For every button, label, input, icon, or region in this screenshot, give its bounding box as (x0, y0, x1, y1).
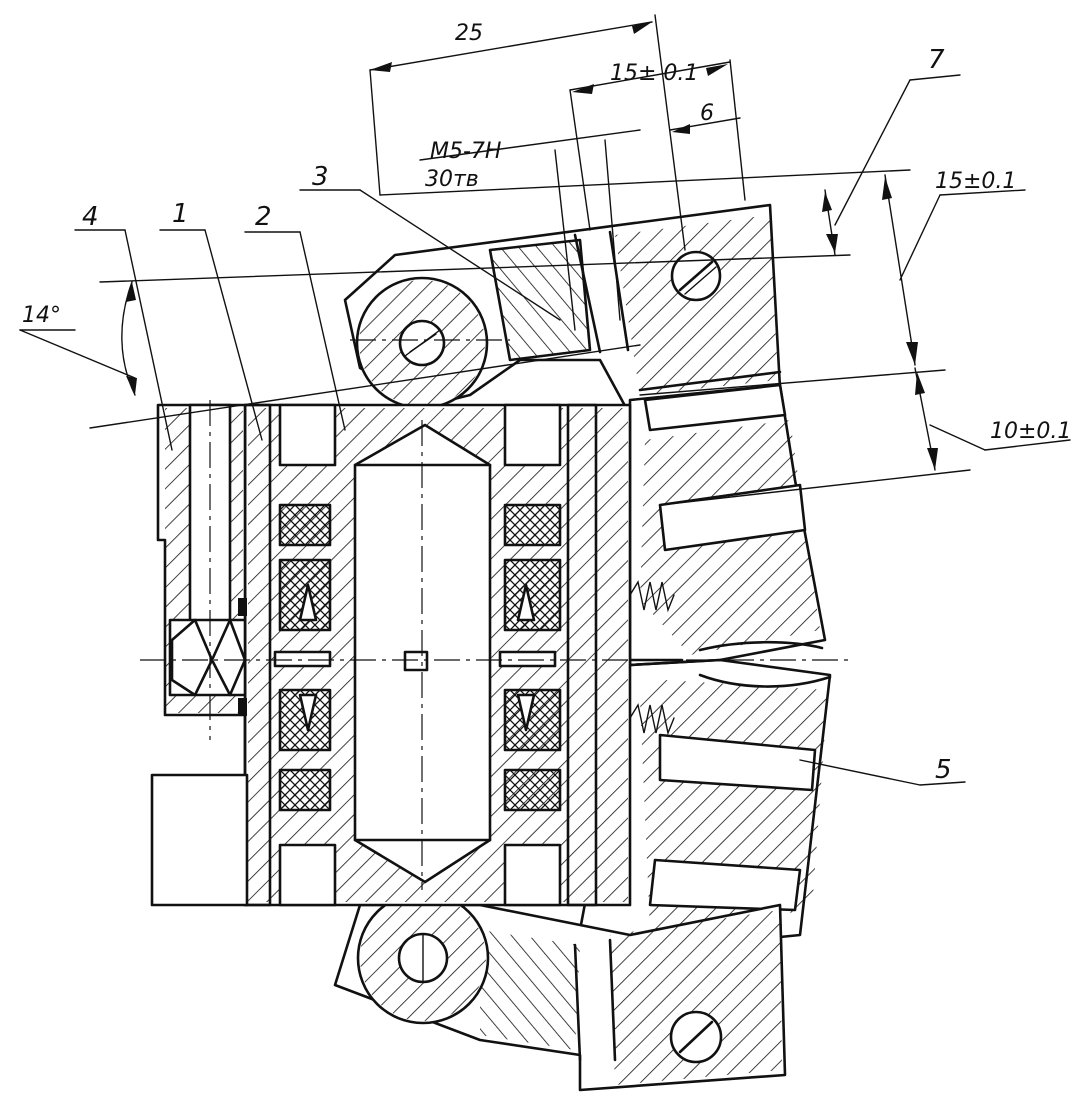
contacts-left (273, 583, 332, 732)
lower-roller (356, 891, 490, 1025)
spring-upper (629, 580, 675, 613)
upper-screw (670, 250, 722, 302)
label-part-1: 1 (172, 199, 189, 229)
dimension-lines (19, 14, 1071, 786)
left-bracket (156, 403, 247, 717)
contacts-right (498, 583, 557, 732)
dim-6: 6 (700, 101, 714, 126)
label-part-4: 4 (82, 202, 99, 232)
right-plate (578, 383, 832, 952)
coil-left (278, 503, 332, 812)
label-part-2: 2 (255, 202, 272, 232)
center-axes (140, 339, 850, 890)
spring-lower (629, 703, 675, 736)
upper-roller (355, 276, 489, 410)
dimension-labels: 25 15± 0.1 6 M5-7H 30тв 14° 15±0.1 10±0.… (22, 21, 1071, 444)
label-part-3: 3 (312, 162, 329, 192)
part-labels: 4 1 2 3 7 5 (82, 45, 952, 785)
dim-15-right: 15±0.1 (935, 169, 1016, 194)
dim-thread: M5-7H (430, 139, 501, 164)
lower-screw (669, 1010, 723, 1064)
dim-thread-depth: 30тв (425, 167, 479, 192)
dim-10: 10±0.1 (990, 419, 1071, 444)
dim-25: 25 (455, 21, 483, 46)
base-block (150, 773, 249, 907)
label-part-7: 7 (928, 45, 945, 75)
dim-angle: 14° (22, 303, 61, 328)
label-part-5: 5 (935, 755, 952, 785)
dim-15-top: 15± 0.1 (610, 61, 698, 86)
